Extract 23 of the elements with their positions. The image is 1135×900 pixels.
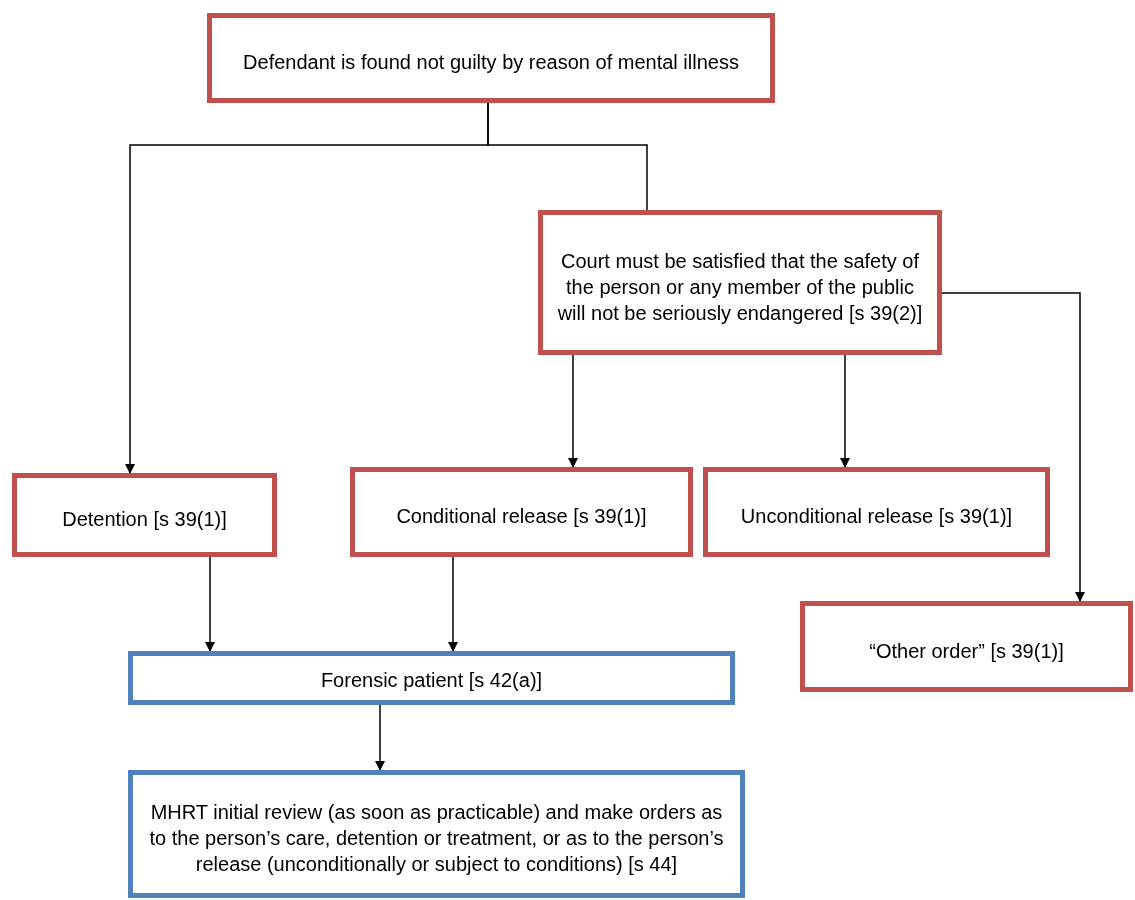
arrow: [448, 556, 458, 652]
process-box: [128, 770, 745, 898]
arrow: [205, 556, 215, 652]
process-box: [538, 210, 942, 355]
connector-line: [487, 102, 648, 211]
box-text: MHRT initial review (as soon as practicable) and make orders as to the person’s care, detention or treatment, or as to the person’s release (unconditionally or subject to conditions) [s 44]: [148, 800, 725, 877]
box-text: “Other order” [s 39(1)]: [869, 638, 1064, 664]
process-box: [350, 467, 693, 557]
process-box: [128, 651, 735, 705]
box-text: Forensic patient [s 42(a)]: [320, 668, 543, 693]
box-text: Defendant is found not guilty by reason of mental illness: [243, 50, 739, 75]
box-text: Court must be satisfied that the safety of the person or any member of the public will not be seriously endangered [s 39(2)]: [556, 248, 924, 326]
arrow: [375, 704, 385, 771]
process-box: [800, 601, 1133, 692]
box-text: Unconditional release [s 39(1)]: [740, 504, 1013, 529]
process-box: [703, 467, 1050, 557]
process-box: [12, 473, 277, 557]
arrow: [840, 354, 850, 468]
process-box: [207, 13, 775, 103]
box-text: Detention [s 39(1)]: [62, 507, 227, 532]
arrow: [568, 354, 578, 468]
arrow: [941, 292, 1085, 602]
box-text: Conditional release [s 39(1)]: [396, 504, 647, 529]
